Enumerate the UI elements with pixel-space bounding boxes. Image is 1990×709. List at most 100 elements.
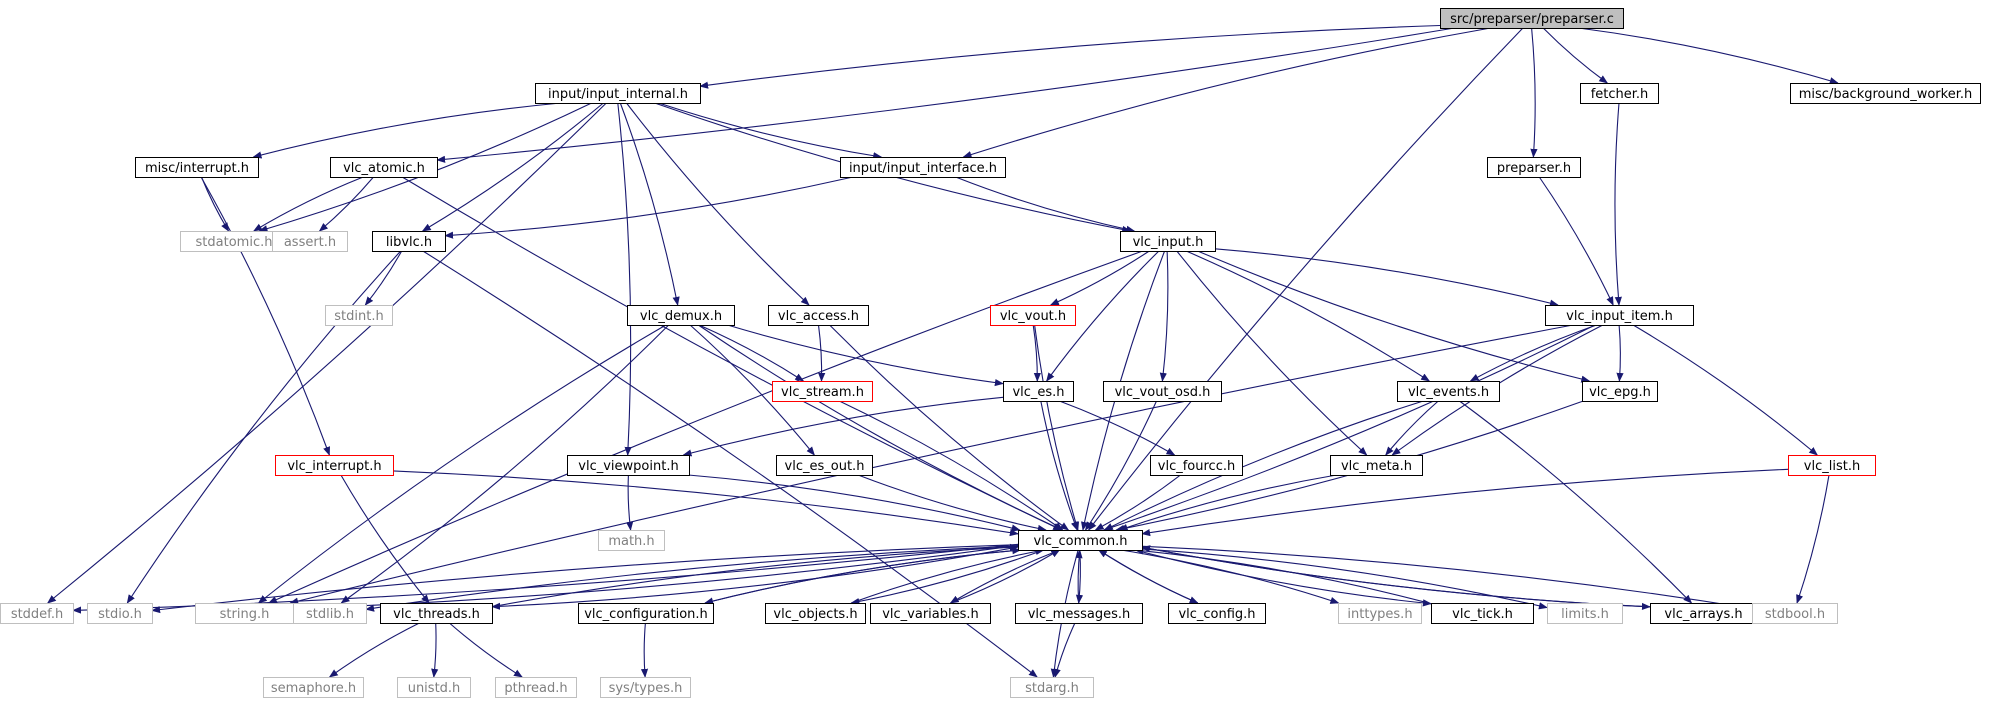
node-box xyxy=(1150,455,1243,476)
node-vlc_messages[interactable]: vlc_messages.h xyxy=(1015,603,1143,624)
node-label: unistd.h xyxy=(408,681,461,696)
node-stddef: stddef.h xyxy=(0,603,74,624)
node-preparser_h[interactable]: preparser.h xyxy=(1487,157,1581,178)
node-box xyxy=(1003,381,1074,402)
node-label: vlc_epg.h xyxy=(1589,385,1651,400)
node-box xyxy=(1788,455,1876,476)
edge-vlc_input-to-vlc_vout xyxy=(1049,250,1150,306)
node-vlc_demux[interactable]: vlc_demux.h xyxy=(627,305,735,326)
node-vlc_input_item[interactable]: vlc_input_item.h xyxy=(1545,305,1694,326)
node-vlc_interrupt[interactable]: vlc_interrupt.h xyxy=(275,455,394,476)
node-stdint: stdint.h xyxy=(325,305,393,326)
edge-root-to-preparser_h xyxy=(1530,27,1538,158)
edge-vlc_es-to-vlc_fourcc xyxy=(1059,400,1176,456)
edge-vlc_demux-to-vlc_common xyxy=(697,324,1064,531)
node-vlc_atomic[interactable]: vlc_atomic.h xyxy=(330,157,438,178)
edge-root-to-background_worker xyxy=(1578,27,1839,85)
node-input_interface[interactable]: input/input_interface.h xyxy=(840,157,1006,178)
edge-preparser_h-to-vlc_input_item xyxy=(1538,176,1614,306)
node-vlc_arrays[interactable]: vlc_arrays.h xyxy=(1650,603,1757,624)
edge-vlc_demux-to-vlc_es xyxy=(727,324,1004,387)
edge-vlc_common-to-vlc_objects xyxy=(850,549,1044,606)
node-stdbool: stdbool.h xyxy=(1752,603,1838,624)
edge-vlc_common-to-inttypes xyxy=(1120,549,1340,604)
node-label: vlc_viewpoint.h xyxy=(578,459,678,474)
node-vlc_list[interactable]: vlc_list.h xyxy=(1788,455,1876,476)
node-label: libvlc.h xyxy=(386,235,432,250)
edge-vlc_threads-to-vlc_common xyxy=(491,543,1019,608)
edge-vlc_atomic-to-stdatomic xyxy=(253,176,364,232)
node-vlc_access[interactable]: vlc_access.h xyxy=(768,305,869,326)
node-vlc_stream[interactable]: vlc_stream.h xyxy=(772,381,873,402)
node-fetcher[interactable]: fetcher.h xyxy=(1580,83,1659,104)
edge-vlc_interrupt-to-vlc_common xyxy=(392,470,1019,537)
edge-root-to-input_internal xyxy=(699,24,1441,89)
node-vlc_input[interactable]: vlc_input.h xyxy=(1120,231,1216,252)
edge-input_internal-to-stddef xyxy=(47,102,607,604)
node-box xyxy=(330,157,438,178)
node-unistd: unistd.h xyxy=(397,677,471,698)
edge-input_internal-to-libvlc xyxy=(421,102,604,232)
node-label: pthread.h xyxy=(504,681,567,696)
edge-vlc_threads-to-semaphore xyxy=(328,622,420,678)
node-label: vlc_config.h xyxy=(1178,607,1255,622)
node-vlc_objects[interactable]: vlc_objects.h xyxy=(765,603,866,624)
edge-libvlc-to-stdint xyxy=(364,250,403,306)
edge-vlc_list-to-stdbool xyxy=(1796,474,1830,604)
node-box xyxy=(990,305,1076,326)
node-label: assert.h xyxy=(284,235,336,250)
node-vlc_viewpoint[interactable]: vlc_viewpoint.h xyxy=(567,455,690,476)
edge-vlc_vout_osd-to-vlc_common xyxy=(1085,400,1158,531)
node-label: stdint.h xyxy=(334,309,383,324)
node-label: semaphore.h xyxy=(271,681,356,696)
node-stdio: stdio.h xyxy=(87,603,153,624)
node-label: stdio.h xyxy=(98,607,142,622)
node-vlc_es[interactable]: vlc_es.h xyxy=(1003,381,1074,402)
node-vlc_meta[interactable]: vlc_meta.h xyxy=(1330,455,1423,476)
edge-input_internal-to-vlc_access xyxy=(626,102,810,306)
node-box xyxy=(1440,8,1624,29)
node-box xyxy=(1168,603,1266,624)
node-box xyxy=(1547,603,1623,624)
node-label: vlc_atomic.h xyxy=(343,161,425,176)
edge-vlc_common-to-stdio xyxy=(151,544,1019,614)
node-vlc_tick[interactable]: vlc_tick.h xyxy=(1431,603,1534,624)
node-sys_types: sys/types.h xyxy=(600,677,691,698)
edge-vlc_atomic-to-assert xyxy=(318,176,374,232)
node-label: limits.h xyxy=(1561,607,1609,622)
node-root[interactable]: src/preparser/preparser.c xyxy=(1440,8,1624,29)
edge-fetcher-to-vlc_input_item xyxy=(1614,102,1622,306)
edge-vlc_threads-to-pthread xyxy=(449,622,523,678)
node-label: vlc_es_out.h xyxy=(785,459,865,474)
node-vlc_fourcc[interactable]: vlc_fourcc.h xyxy=(1150,455,1243,476)
node-label: vlc_objects.h xyxy=(773,607,857,622)
node-vlc_es_out[interactable]: vlc_es_out.h xyxy=(776,455,873,476)
node-libvlc[interactable]: libvlc.h xyxy=(372,231,446,252)
node-vlc_epg[interactable]: vlc_epg.h xyxy=(1582,381,1658,402)
node-box xyxy=(495,677,577,698)
edge-vlc_viewpoint-to-vlc_common xyxy=(688,474,1021,532)
edge-input_interface-to-libvlc xyxy=(444,176,854,239)
node-input_internal[interactable]: input/input_internal.h xyxy=(535,83,701,104)
node-misc_interrupt[interactable]: misc/interrupt.h xyxy=(135,157,259,178)
node-box xyxy=(293,603,367,624)
edge-vlc_input-to-vlc_es xyxy=(1046,250,1160,382)
edge-vlc_common-to-vlc_config xyxy=(1098,549,1199,604)
node-box xyxy=(1580,83,1659,104)
node-vlc_vout[interactable]: vlc_vout.h xyxy=(990,305,1076,326)
edge-vlc_demux-to-string xyxy=(257,324,667,604)
edge-vlc_input-to-vlc_input_item xyxy=(1214,248,1559,307)
node-vlc_config[interactable]: vlc_config.h xyxy=(1168,603,1266,624)
node-box xyxy=(765,603,866,624)
node-box xyxy=(1752,603,1838,624)
node-background_worker[interactable]: misc/background_worker.h xyxy=(1790,83,1981,104)
node-vlc_common[interactable]: vlc_common.h xyxy=(1018,530,1143,551)
node-box xyxy=(0,603,74,624)
edge-vlc_access-to-vlc_common xyxy=(829,324,1070,531)
node-vlc_variables[interactable]: vlc_variables.h xyxy=(870,603,991,624)
node-vlc_threads[interactable]: vlc_threads.h xyxy=(380,603,493,624)
node-vlc_events[interactable]: vlc_events.h xyxy=(1397,381,1500,402)
node-vlc_vout_osd[interactable]: vlc_vout_osd.h xyxy=(1103,381,1222,402)
node-vlc_configuration[interactable]: vlc_configuration.h xyxy=(578,603,714,624)
